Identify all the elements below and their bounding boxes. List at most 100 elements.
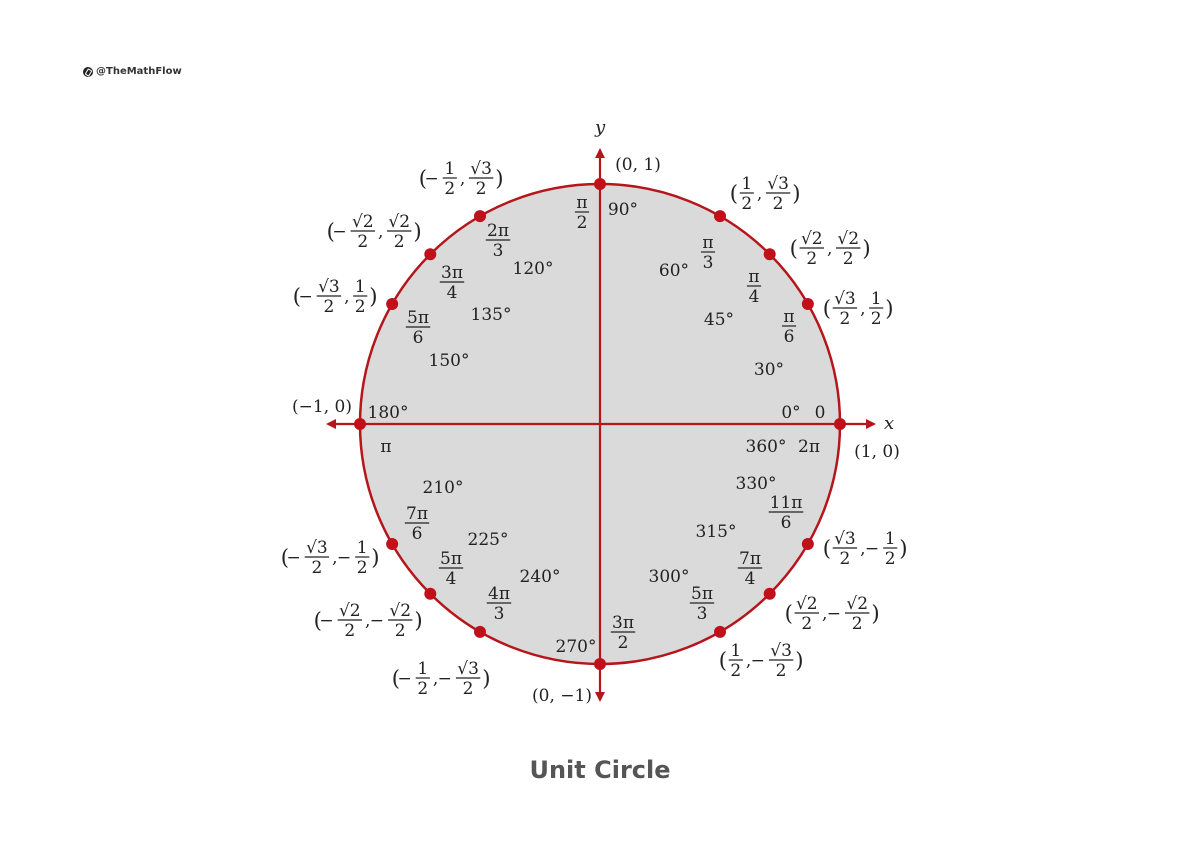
coordinate-label-60-x: 12 [739, 174, 754, 214]
degree-label-270: 270° [556, 637, 597, 657]
coordinate-label-315: (√22,−√22) [785, 594, 880, 634]
coordinate-label-90: (0, 1) [615, 155, 661, 175]
coordinate-label-210-open: ( [281, 546, 289, 571]
coordinate-label-315-y: −√22 [827, 594, 870, 634]
angle-point-270 [594, 658, 606, 670]
coordinate-label-210-close: ) [371, 546, 379, 571]
coordinate-label-330-y-denominator: 2 [885, 549, 896, 569]
coordinate-label-150: (−√32,12) [293, 277, 378, 317]
coordinate-label-135-close: ) [413, 220, 421, 245]
degree-label-150: 150° [429, 351, 470, 371]
coordinate-label-315-x: √22 [794, 594, 819, 634]
degree-label-90: 90° [608, 200, 638, 220]
coordinate-label-210-x-sign: − [286, 548, 300, 568]
coordinate-label-240-open: ( [392, 667, 400, 692]
angle-point-120 [474, 210, 486, 223]
angle-point-135 [424, 248, 437, 261]
coordinate-label-45-y-numerator: √2 [837, 229, 859, 249]
coordinate-label-135-x-sign: − [332, 222, 346, 242]
radian-label-60: π3 [700, 233, 716, 273]
radian-label-30-numerator: π [783, 307, 794, 327]
angle-point-210 [386, 538, 399, 550]
coordinate-label-210-y-sign: − [337, 548, 351, 568]
degree-label-300: 300° [649, 567, 690, 587]
radian-label-240-numerator: 4π [488, 584, 510, 604]
radian-label-0-full-value: 2π [798, 437, 820, 457]
coordinate-label-30: (√32,12) [823, 289, 894, 329]
degree-label-240: 240° [520, 567, 561, 587]
coordinate-label-225-y-numerator: √2 [389, 601, 411, 621]
radian-label-30: π6 [781, 307, 797, 347]
coordinate-label-315-x-numerator: √2 [796, 594, 818, 614]
radian-label-60-numerator: π [702, 233, 713, 253]
coordinate-label-240-y-denominator: 2 [463, 679, 474, 699]
angle-point-330 [801, 538, 814, 550]
coordinate-label-135-x: −√22 [332, 212, 375, 252]
coordinate-label-150-x-numerator: √3 [318, 277, 340, 297]
coordinate-label-300-x-denominator: 2 [730, 661, 741, 681]
coordinate-label-60-y-numerator: √3 [767, 174, 789, 194]
coordinate-label-120-y-denominator: 2 [476, 179, 487, 199]
coordinate-label-300-close: ) [795, 649, 803, 674]
radian-label-135: 3π4 [439, 263, 465, 303]
coordinate-label-135-x-denominator: 2 [357, 232, 368, 252]
coordinate-label-120-comma: , [460, 169, 465, 189]
coordinate-label-300: (12,−√32) [719, 641, 804, 681]
radian-label-0-value: 0 [815, 403, 826, 423]
coordinate-label-90-text: (0, 1) [615, 155, 661, 175]
radian-label-90-numerator: π [576, 193, 587, 213]
coordinate-label-60-close: ) [792, 182, 800, 207]
radian-label-300-denominator: 3 [697, 604, 708, 624]
coordinate-label-300-y-sign: − [751, 651, 765, 671]
coordinate-label-120-y-numerator: √3 [470, 159, 492, 179]
logo-icon [83, 66, 93, 77]
coordinate-label-30-close: ) [885, 297, 893, 322]
radian-label-135-denominator: 4 [447, 283, 458, 303]
coordinate-label-300-open: ( [719, 649, 727, 674]
coordinate-label-120-x-denominator: 2 [444, 179, 455, 199]
coordinate-label-45-y-denominator: 2 [843, 249, 854, 269]
coordinate-label-315-y-numerator: √2 [846, 594, 868, 614]
radian-label-330-numerator: 11π [770, 493, 803, 513]
degree-label-135: 135° [471, 305, 512, 325]
angle-point-180 [354, 418, 366, 430]
coordinate-label-300-y-numerator: √3 [770, 641, 792, 661]
coordinate-label-60-open: ( [730, 182, 738, 207]
coordinate-label-30-x: √32 [832, 289, 858, 329]
coordinate-label-150-open: ( [293, 285, 301, 310]
coordinate-label-240-comma: , [433, 669, 438, 689]
coordinate-label-150-x-denominator: 2 [323, 297, 334, 317]
angle-point-150 [386, 298, 399, 310]
coordinate-label-135-comma: , [378, 222, 383, 242]
coordinate-label-225-open: ( [314, 609, 322, 634]
coordinate-label-135-y-denominator: 2 [394, 232, 405, 252]
radian-label-90: π2 [574, 193, 590, 233]
coordinate-label-0: (1, 0) [854, 442, 900, 462]
radian-label-270: 3π2 [610, 613, 636, 653]
coordinate-label-225-y-denominator: 2 [395, 621, 406, 641]
coordinate-label-330-x: √32 [832, 529, 858, 569]
coordinate-label-135-open: ( [327, 220, 335, 245]
coordinate-label-240-x-sign: − [397, 669, 411, 689]
radian-label-210-denominator: 6 [412, 524, 423, 544]
diagram-title: Unit Circle [529, 756, 671, 784]
coordinate-label-330-comma: , [860, 539, 865, 559]
coordinate-label-150-close: ) [369, 285, 377, 310]
coordinate-label-315-comma: , [822, 604, 827, 624]
radian-label-270-denominator: 2 [618, 633, 629, 653]
coordinate-label-225-x-numerator: √2 [339, 601, 361, 621]
coordinate-label-210-x: −√32 [286, 538, 330, 578]
watermark-text: @TheMathFlow [96, 66, 182, 77]
radian-label-45: π4 [746, 267, 762, 307]
y-axis-label: y [594, 117, 606, 138]
coordinate-label-45-x-numerator: √2 [801, 229, 823, 249]
coordinate-label-210-y-denominator: 2 [357, 558, 368, 578]
coordinate-label-150-y-numerator: 1 [355, 277, 366, 297]
coordinate-label-30-x-numerator: √3 [834, 289, 856, 309]
coordinate-label-330-x-denominator: 2 [839, 549, 850, 569]
radian-label-30-denominator: 6 [784, 327, 795, 347]
degree-label-225: 225° [468, 530, 509, 550]
angle-point-45 [763, 248, 776, 261]
